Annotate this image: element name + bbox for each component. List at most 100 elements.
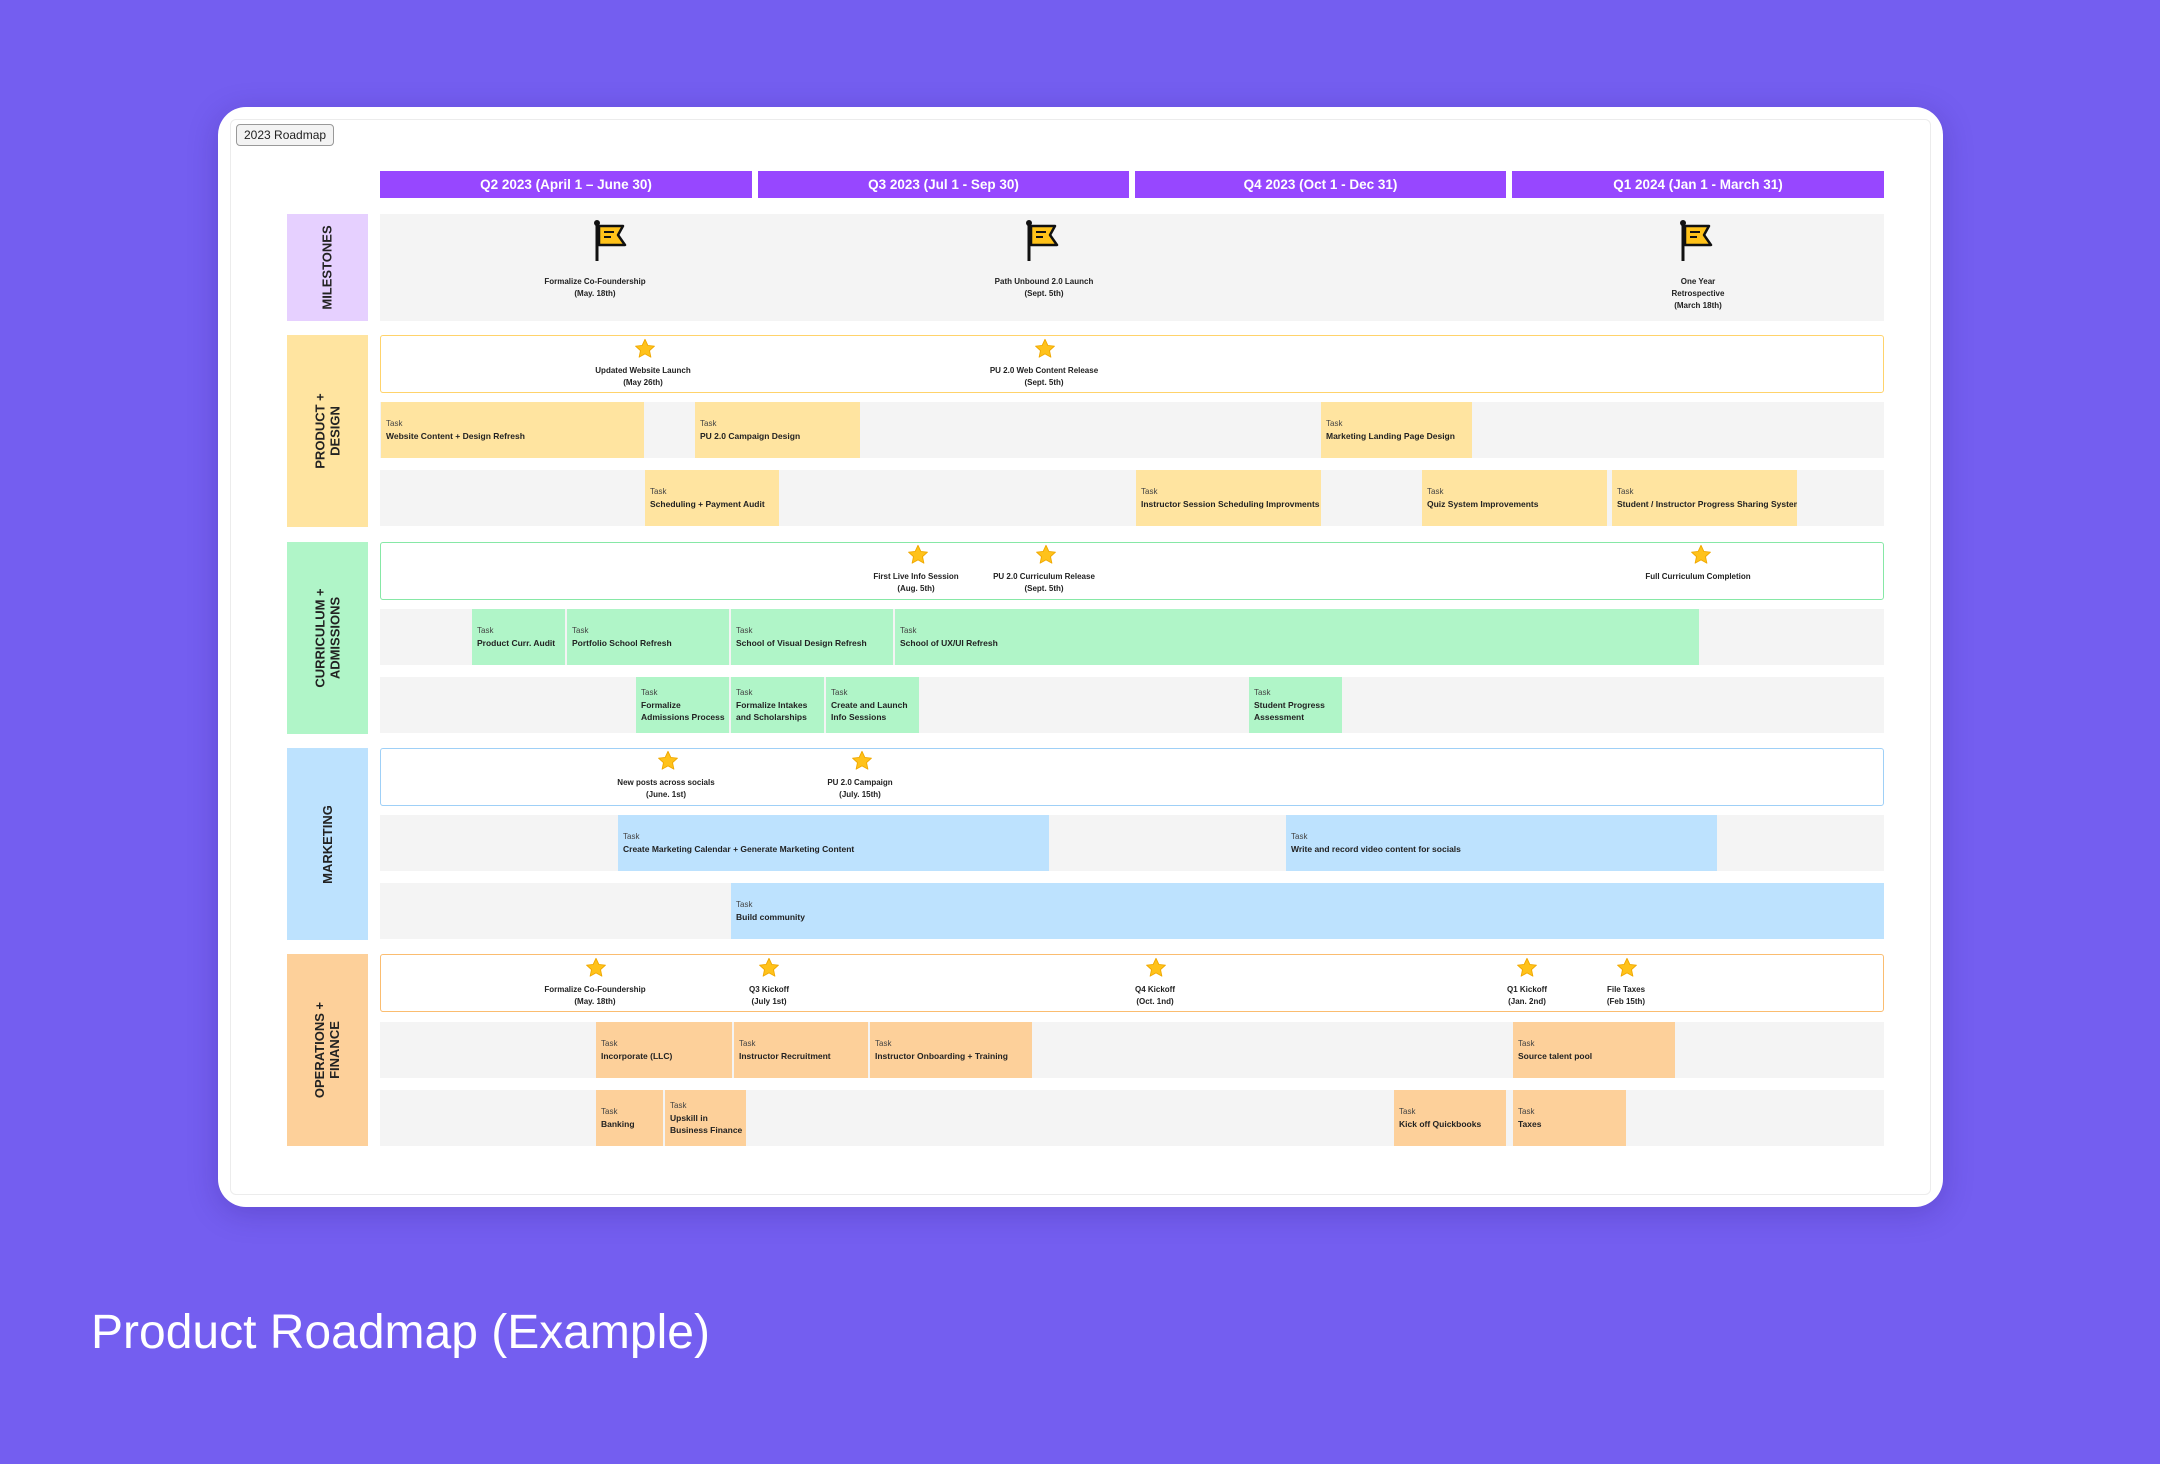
lane-operations-finance: OPERATIONS + FINANCE	[287, 954, 368, 1146]
milestone-label: Path Unbound 2.0 Launch (Sept. 5th)	[994, 277, 1094, 298]
task-title: Student / Instructor Progress Sharing Sy…	[1617, 498, 1797, 509]
task-kind: Task	[601, 1038, 618, 1048]
milestone-label: PU 2.0 Web Content Release (Sept. 5th)	[989, 366, 1099, 387]
task-kind: Task	[477, 625, 494, 635]
task-title: Instructor Session Scheduling Improvment…	[1141, 498, 1320, 509]
milestone-label: File Taxes (Feb 15th)	[1606, 985, 1646, 1006]
milestone-label: PU 2.0 Campaign (July. 15th)	[827, 778, 893, 799]
star-icon	[759, 957, 779, 977]
task-title: Scheduling + Payment Audit	[650, 498, 765, 509]
task-title: Instructor Onboarding + Training	[875, 1050, 1008, 1061]
task-kind: Task	[1291, 831, 1308, 841]
flag-icon	[1680, 220, 1713, 261]
star-icon	[1517, 957, 1537, 977]
task-title: Incorporate (LLC)	[601, 1050, 673, 1061]
task-kind: Task	[900, 625, 917, 635]
flag-icon	[1026, 220, 1059, 261]
task-kind: Task	[601, 1106, 618, 1116]
task-kind: Task	[1518, 1038, 1535, 1048]
task-kind: Task	[641, 687, 658, 697]
star-icon	[1146, 957, 1166, 977]
task-kind: Task	[1617, 486, 1634, 496]
task-title: Student Progress Assessment	[1254, 699, 1325, 722]
task-title: Kick off Quickbooks	[1399, 1118, 1482, 1129]
product-milestone-row	[380, 335, 1884, 393]
task-kind: Task	[386, 418, 403, 428]
lane-marketing: MARKETING	[287, 748, 368, 940]
task-title: Formalize Admissions Process	[641, 699, 725, 722]
quarter-header-q1-2024: Q1 2024 (Jan 1 - March 31)	[1512, 171, 1884, 198]
operations-milestone-row	[380, 954, 1884, 1012]
milestone-label: Q3 Kickoff (July 1st)	[748, 985, 789, 1006]
milestone-label: Q1 Kickoff (Jan. 2nd)	[1506, 985, 1547, 1006]
task-title: School of UX/UI Refresh	[900, 637, 998, 648]
task-kind: Task	[670, 1100, 687, 1110]
star-icon	[1691, 544, 1711, 564]
task-kind: Task	[1518, 1106, 1535, 1116]
task-kind: Task	[1141, 486, 1158, 496]
task-title: Quiz System Improvements	[1427, 498, 1539, 509]
board-title[interactable]: 2023 Roadmap	[236, 124, 335, 146]
quarter-header-q2-2023: Q2 2023 (April 1 – June 30)	[380, 171, 752, 198]
star-icon	[658, 750, 678, 770]
task-title: Marketing Landing Page Design	[1326, 430, 1455, 441]
flag-icon	[594, 220, 627, 261]
curriculum-milestone-row	[380, 542, 1884, 600]
task-title: Upskill in Business Finance	[670, 1112, 743, 1135]
milestone-label: Q4 Kickoff (Oct. 1nd)	[1134, 985, 1175, 1006]
lane-milestones: MILESTONES	[287, 214, 368, 321]
task-title: Product Curr. Audit	[477, 637, 556, 648]
task-title: Source talent pool	[1518, 1050, 1593, 1061]
task-kind: Task	[736, 899, 753, 909]
milestone-label: First Live Info Session (Aug. 5th)	[873, 572, 959, 593]
task-kind: Task	[1427, 486, 1444, 496]
task-title: School of Visual Design Refresh	[736, 637, 867, 648]
task-title: Website Content + Design Refresh	[386, 430, 525, 441]
star-icon	[1036, 544, 1056, 564]
task-title: Instructor Recruitment	[739, 1050, 831, 1061]
quarter-header-q3-2023: Q3 2023 (Jul 1 - Sep 30)	[758, 171, 1129, 198]
curriculum-task-row	[380, 677, 1884, 733]
star-icon	[908, 544, 928, 564]
lane-label: OPERATIONS + FINANCE	[312, 1001, 343, 1099]
milestone-label: New posts across socials (June. 1st)	[617, 778, 715, 799]
task-kind: Task	[572, 625, 589, 635]
task-kind: Task	[736, 625, 753, 635]
task-title: Taxes	[1518, 1118, 1542, 1129]
lane-label: MARKETING	[320, 804, 335, 884]
task-kind: Task	[831, 687, 848, 697]
lane-curriculum-admissions: CURRICULUM + ADMISSIONS	[287, 542, 368, 734]
task-title: Build community	[736, 911, 805, 922]
star-icon	[852, 750, 872, 770]
lane-product-design: PRODUCT + DESIGN	[287, 335, 368, 527]
star-icon	[1035, 338, 1055, 358]
task-title: Formalize Intakes and Scholarships	[736, 699, 808, 722]
lane-label: MILESTONES	[320, 225, 335, 310]
